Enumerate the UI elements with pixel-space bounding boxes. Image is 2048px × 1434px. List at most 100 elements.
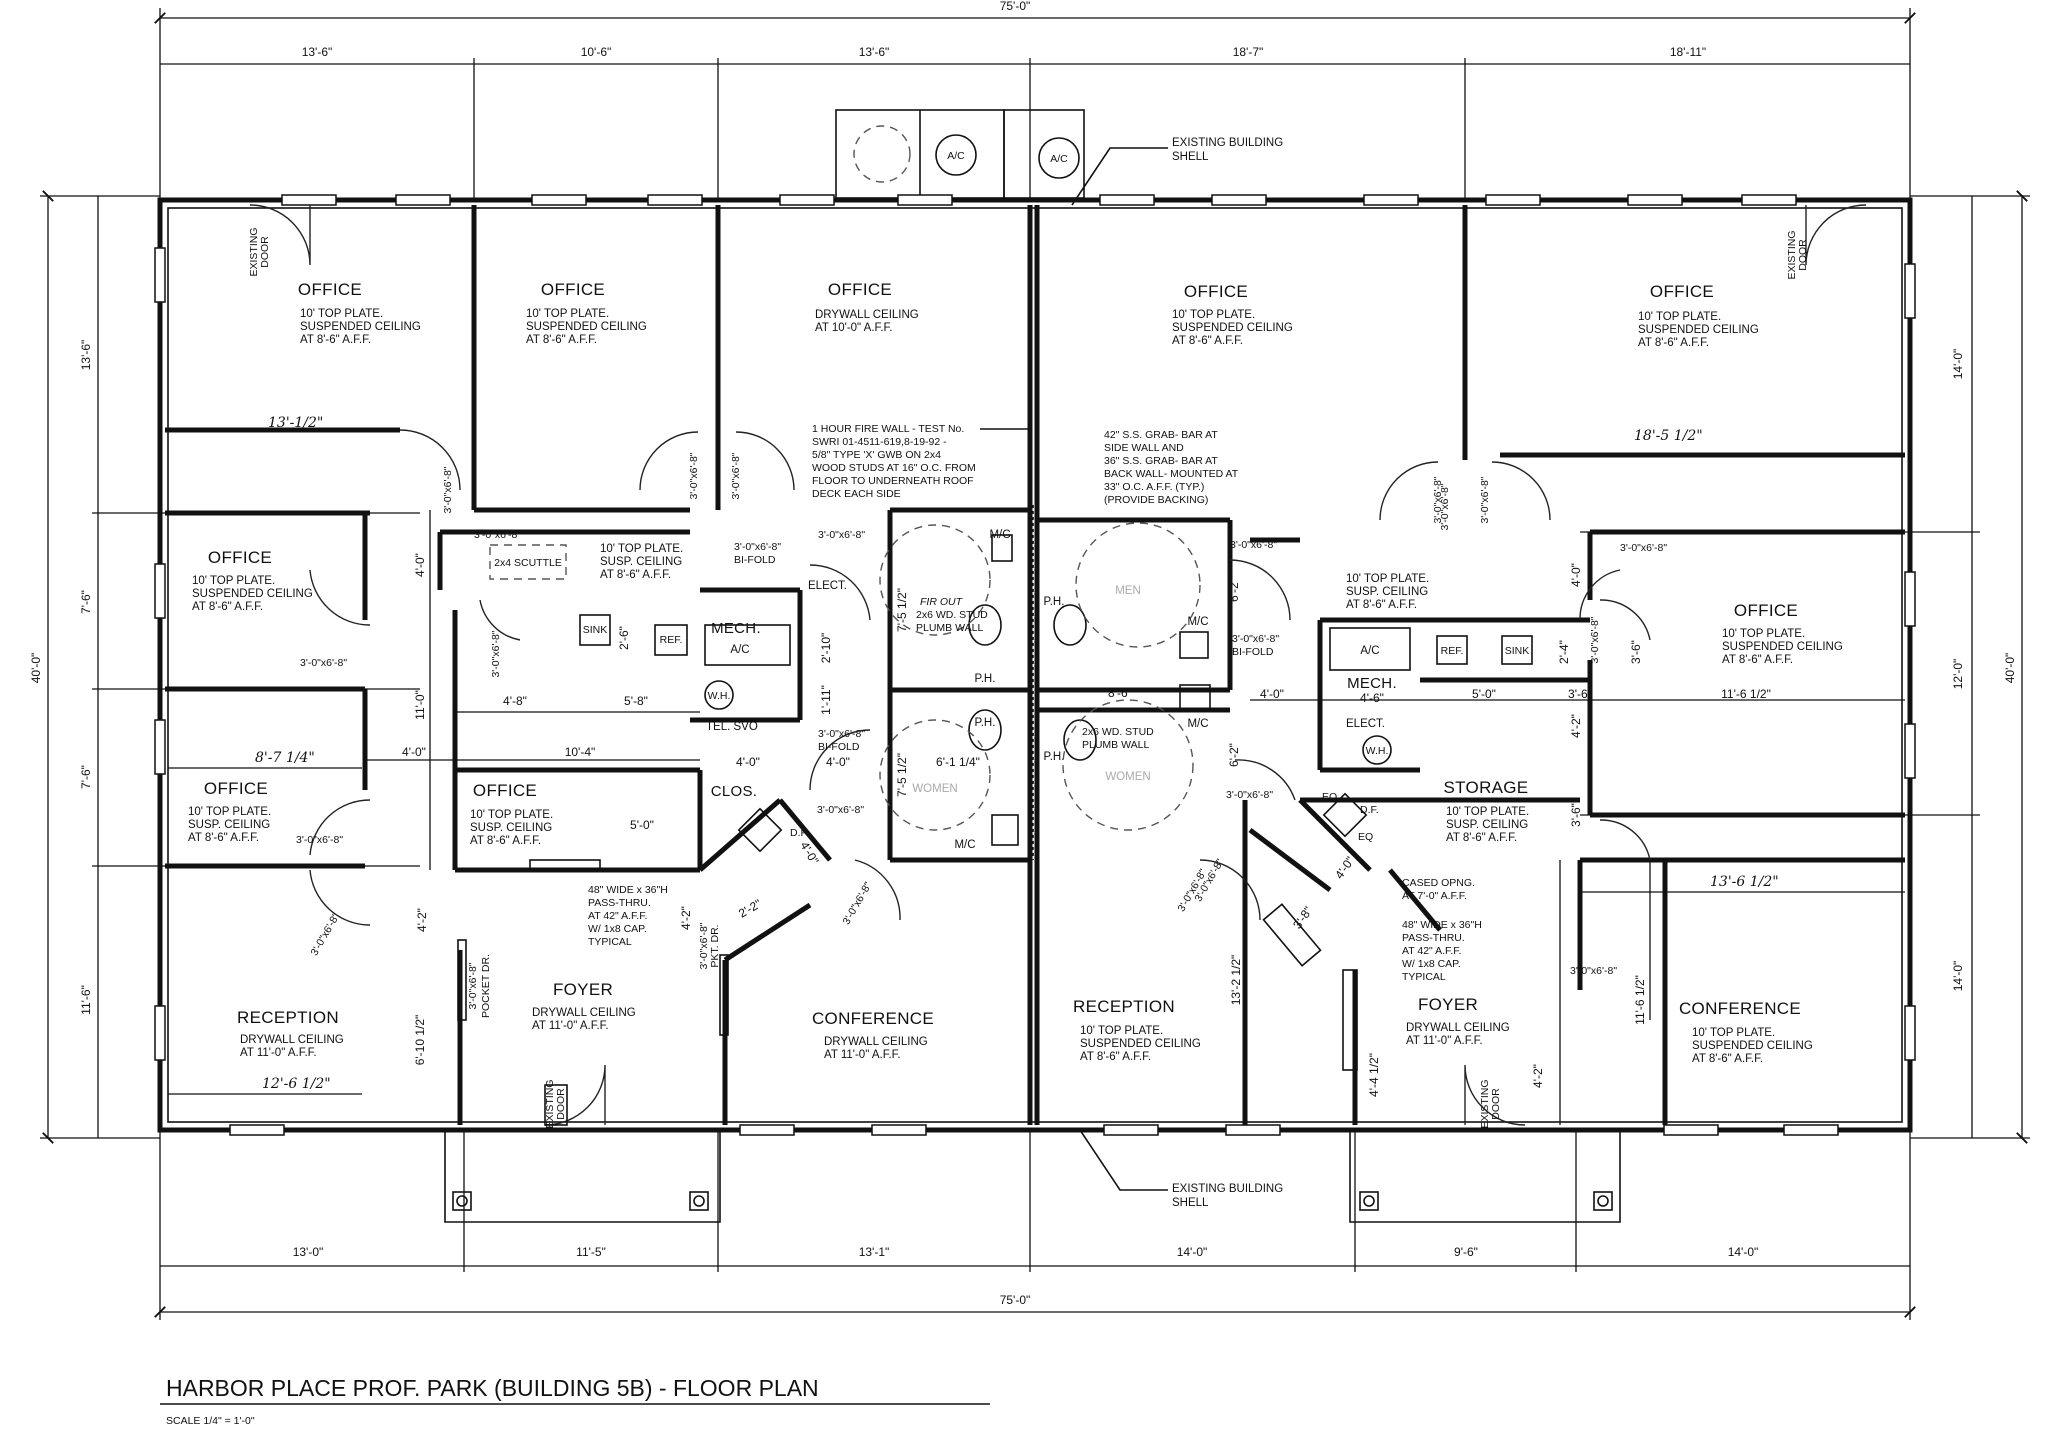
mc-1: M/C	[989, 529, 1010, 541]
left-dim-2: 7'-6"	[79, 590, 93, 614]
df-right: D.F.	[1360, 804, 1379, 816]
room-note: AT 11'-0" A.F.F.	[824, 1049, 901, 1061]
door-tag: 3'-0"x6'-8"	[300, 657, 347, 669]
dim-11-6: 11'-6 1/2"	[1721, 687, 1771, 701]
room-name: OFFICE	[1734, 601, 1798, 620]
room-note: AT 8'-6" A.F.F.	[1172, 335, 1243, 347]
note-line: EXISTING	[544, 1079, 556, 1128]
mc-4: M/C	[954, 839, 975, 851]
room-name: CONFERENCE	[1679, 999, 1801, 1018]
dim-7-5b: 7'-5 1/2"	[895, 753, 909, 797]
room-reception-left: RECEPTION DRYWALL CEILING AT 11'-0" A.F.…	[237, 1008, 344, 1059]
shell-bottom-1: EXISTING BUILDING	[1172, 1183, 1283, 1195]
shell-top-1: EXISTING BUILDING	[1172, 137, 1283, 149]
room-office-d: OFFICE 10' TOP PLATE. SUSPENDED CEILING …	[1172, 282, 1293, 347]
mc-3: M/C	[1187, 718, 1208, 730]
note-line: 1 HOUR FIRE WALL - TEST No.	[812, 423, 964, 435]
dim-3-8: 3'-8"	[1290, 904, 1315, 932]
hand-dim-5: 13'-6 1/2"	[1710, 874, 1779, 890]
ph-2: P.H.	[1044, 596, 1065, 608]
note-line: 2x6 WD. STUD	[916, 609, 988, 621]
room-note: 10' TOP PLATE.	[192, 575, 275, 587]
note-line: BI-FOLD	[818, 741, 860, 753]
dim-4-2d: 4'-2"	[1531, 1064, 1545, 1088]
ref-left: REF.	[660, 634, 683, 646]
room-name: OFFICE	[208, 548, 272, 567]
mc-2: M/C	[1187, 616, 1208, 628]
dim-2-10: 2'-10"	[819, 633, 833, 664]
dim-6-10: 6'-10 1/2"	[413, 1015, 427, 1066]
note-line: 36" S.S. GRAB- BAR AT	[1104, 455, 1218, 467]
room-note: 10' TOP PLATE.	[188, 806, 271, 818]
room-note: SUSPENDED CEILING	[1080, 1038, 1201, 1050]
note-line: POCKET DR.	[480, 954, 492, 1018]
left-dim-1: 13'-6"	[79, 340, 93, 371]
room-name: OFFICE	[541, 280, 605, 299]
room-office-e: OFFICE 10' TOP PLATE. SUSPENDED CEILING …	[1638, 282, 1759, 349]
room-note: AT 11'-0" A.F.F.	[1406, 1035, 1483, 1047]
overall-bottom-dim: 75'-0"	[1000, 1293, 1031, 1307]
room-note: SUSP. CEILING	[470, 822, 552, 834]
room-note: AT 11'-0" A.F.F.	[240, 1047, 317, 1059]
dim-4-0f: 4'-0"	[1569, 563, 1583, 587]
room-foyer-left: FOYER DRYWALL CEILING AT 11'-0" A.F.F.	[532, 980, 636, 1032]
df-left: D.F.	[790, 827, 809, 839]
room-conference-left: CONFERENCE DRYWALL CEILING AT 11'-0" A.F…	[812, 1009, 934, 1061]
room-office-f: OFFICE 10' TOP PLATE. SUSPENDED CEILING …	[192, 548, 313, 613]
door-tag: 3'-0"x6'-8"	[490, 630, 502, 677]
top-dim-3: 13'-6"	[859, 45, 890, 59]
room-note: AT 8'-6" A.F.F.	[1722, 654, 1793, 666]
overall-top-dim: 75'-0"	[1000, 0, 1031, 13]
dim-4-0e: 4'-0"	[1260, 687, 1284, 701]
room-note: 10' TOP PLATE.	[1080, 1025, 1163, 1037]
note-line: 48" WIDE x 36"H	[1402, 919, 1482, 931]
room-name: FOYER	[553, 980, 613, 999]
room-note: 10' TOP PLATE.	[600, 543, 683, 555]
dim-4-8: 4'-8"	[503, 694, 527, 708]
note-line: 3'-0"x6'-8"	[734, 541, 781, 553]
bottom-dim-6: 14'-0"	[1728, 1245, 1759, 1259]
dim-4-2c: 4'-2"	[679, 906, 693, 930]
note-line: FLOOR TO UNDERNEATH ROOF	[812, 475, 974, 487]
ac-label-2: A/C	[1050, 153, 1068, 165]
door-tag: 3'-0"x6'-8"	[442, 466, 454, 513]
mech-left-label: MECH.	[711, 620, 761, 637]
note-line: DOOR	[555, 1088, 567, 1120]
ac-mech-left: A/C	[730, 644, 749, 656]
door-tag: 3'-0"x6'-8"	[474, 529, 521, 541]
room-note: DRYWALL CEILING	[1406, 1022, 1510, 1034]
room-note: AT 8'-6" A.F.F.	[1692, 1053, 1763, 1065]
room-name: OFFICE	[204, 779, 268, 798]
note-line: SWRI 01-4511-619,8-19-92 -	[812, 436, 947, 448]
dim-6-1: 6'-1 1/4"	[936, 755, 980, 769]
room-note: SUSPENDED CEILING	[1172, 322, 1293, 334]
room-note: AT 8'-6" A.F.F.	[1638, 337, 1709, 349]
room-note: 10' TOP PLATE.	[1722, 628, 1805, 640]
door-tag: 3'-0"x6'-8"	[1432, 476, 1444, 523]
note-line: W/ 1x8 CAP.	[588, 923, 647, 935]
note-line: PASS-THRU.	[1402, 932, 1465, 944]
room-note: 10' TOP PLATE.	[1446, 806, 1529, 818]
room-name: CONFERENCE	[812, 1009, 934, 1028]
note-line: 3'-0"x6'-8"	[818, 728, 865, 740]
note-line: AT 42" A.F.F.	[588, 910, 647, 922]
dim-8-6: 8'-6"	[1108, 686, 1132, 700]
ph-1: P.H.	[975, 673, 996, 685]
door-tag: 3'-0"x6'-8"	[1479, 476, 1491, 523]
sink-left: SINK	[583, 624, 608, 636]
existing-door-labels: EXISTING DOOR EXISTING DOOR EXISTING DOO…	[248, 227, 1809, 1128]
door-tag: 3'-0"x6'-8"	[1589, 616, 1601, 663]
room-note: 10' TOP PLATE.	[470, 809, 553, 821]
note-line: BI-FOLD	[1232, 646, 1274, 658]
note-line: 3'-0"x6'-8"	[1232, 633, 1279, 645]
dim-6-2b: 6'-2"	[1227, 743, 1241, 767]
room-note: DRYWALL CEILING	[240, 1034, 344, 1046]
note-line: AT 42" A.F.F.	[1402, 945, 1461, 957]
room-office-k: OFFICE 10' TOP PLATE. SUSPENDED CEILING …	[1722, 601, 1843, 666]
dim-5-8: 5'-8"	[624, 694, 648, 708]
room-note: 10' TOP PLATE.	[1692, 1027, 1775, 1039]
room-note: SUSP. CEILING	[188, 819, 270, 831]
note-line: 3'-0"x6'-8"	[467, 962, 479, 1009]
room-note: 10' TOP PLATE.	[1346, 573, 1429, 585]
